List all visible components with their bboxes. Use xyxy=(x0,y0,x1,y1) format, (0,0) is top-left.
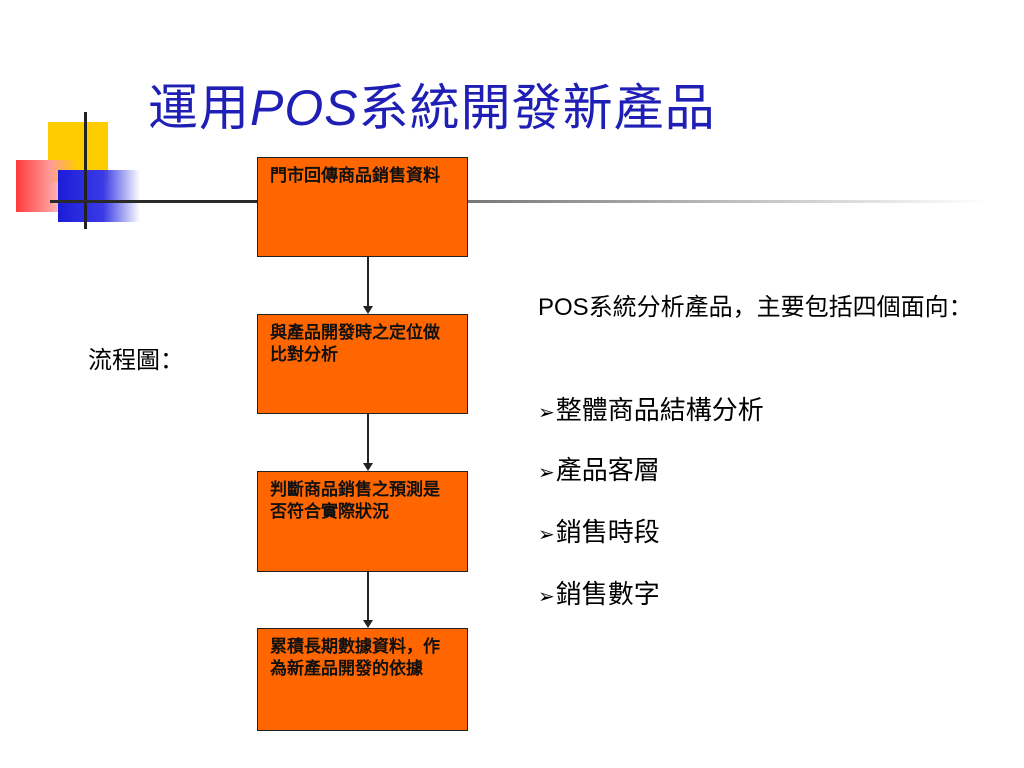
aspect-item-label: 整體商品結構分析 xyxy=(555,396,764,426)
flow-arrow-1 xyxy=(363,257,373,314)
intro-latin: POS xyxy=(538,294,589,321)
flowchart-label: 流程圖： xyxy=(88,346,184,374)
aspect-item-label: 銷售數字 xyxy=(555,580,660,610)
aspects-intro: POS系統分析產品，主要包括四個面向： xyxy=(538,290,1024,325)
title-prefix: 運用 xyxy=(148,79,250,137)
aspect-item-label: 產品客層 xyxy=(555,456,660,486)
aspect-item-2: ➢產品客層 xyxy=(538,454,660,489)
arrow-bullet-icon: ➢ xyxy=(538,522,555,546)
intro-text: 系統分析產品，主要包括四個面向： xyxy=(588,293,973,321)
aspect-item-4: ➢銷售數字 xyxy=(538,578,660,613)
flow-step-2: 與產品開發時之定位做比對分析 xyxy=(257,314,468,414)
flow-step-4: 累積長期數據資料，作為新產品開發的依據 xyxy=(257,628,468,731)
arrow-bullet-icon: ➢ xyxy=(538,400,555,424)
decor-blue-square xyxy=(58,170,140,222)
flow-arrow-2 xyxy=(363,414,373,471)
decor-horizontal-line-right xyxy=(468,200,988,203)
title-suffix: 系統開發新產品 xyxy=(358,79,716,137)
decor-vertical-line xyxy=(84,112,87,229)
title-latin: POS xyxy=(250,80,359,136)
arrow-bullet-icon: ➢ xyxy=(538,460,555,484)
arrow-bullet-icon: ➢ xyxy=(538,584,555,608)
decor-horizontal-line-left xyxy=(50,200,258,203)
slide-title: 運用POS系統開發新產品 xyxy=(148,78,716,138)
aspect-item-label: 銷售時段 xyxy=(555,518,660,548)
aspect-item-1: ➢整體商品結構分析 xyxy=(538,394,764,429)
flow-step-1: 門市回傳商品銷售資料 xyxy=(257,157,468,257)
flow-step-3: 判斷商品銷售之預測是否符合實際狀況 xyxy=(257,471,468,572)
flow-arrow-3 xyxy=(363,572,373,628)
aspect-item-3: ➢銷售時段 xyxy=(538,516,660,551)
